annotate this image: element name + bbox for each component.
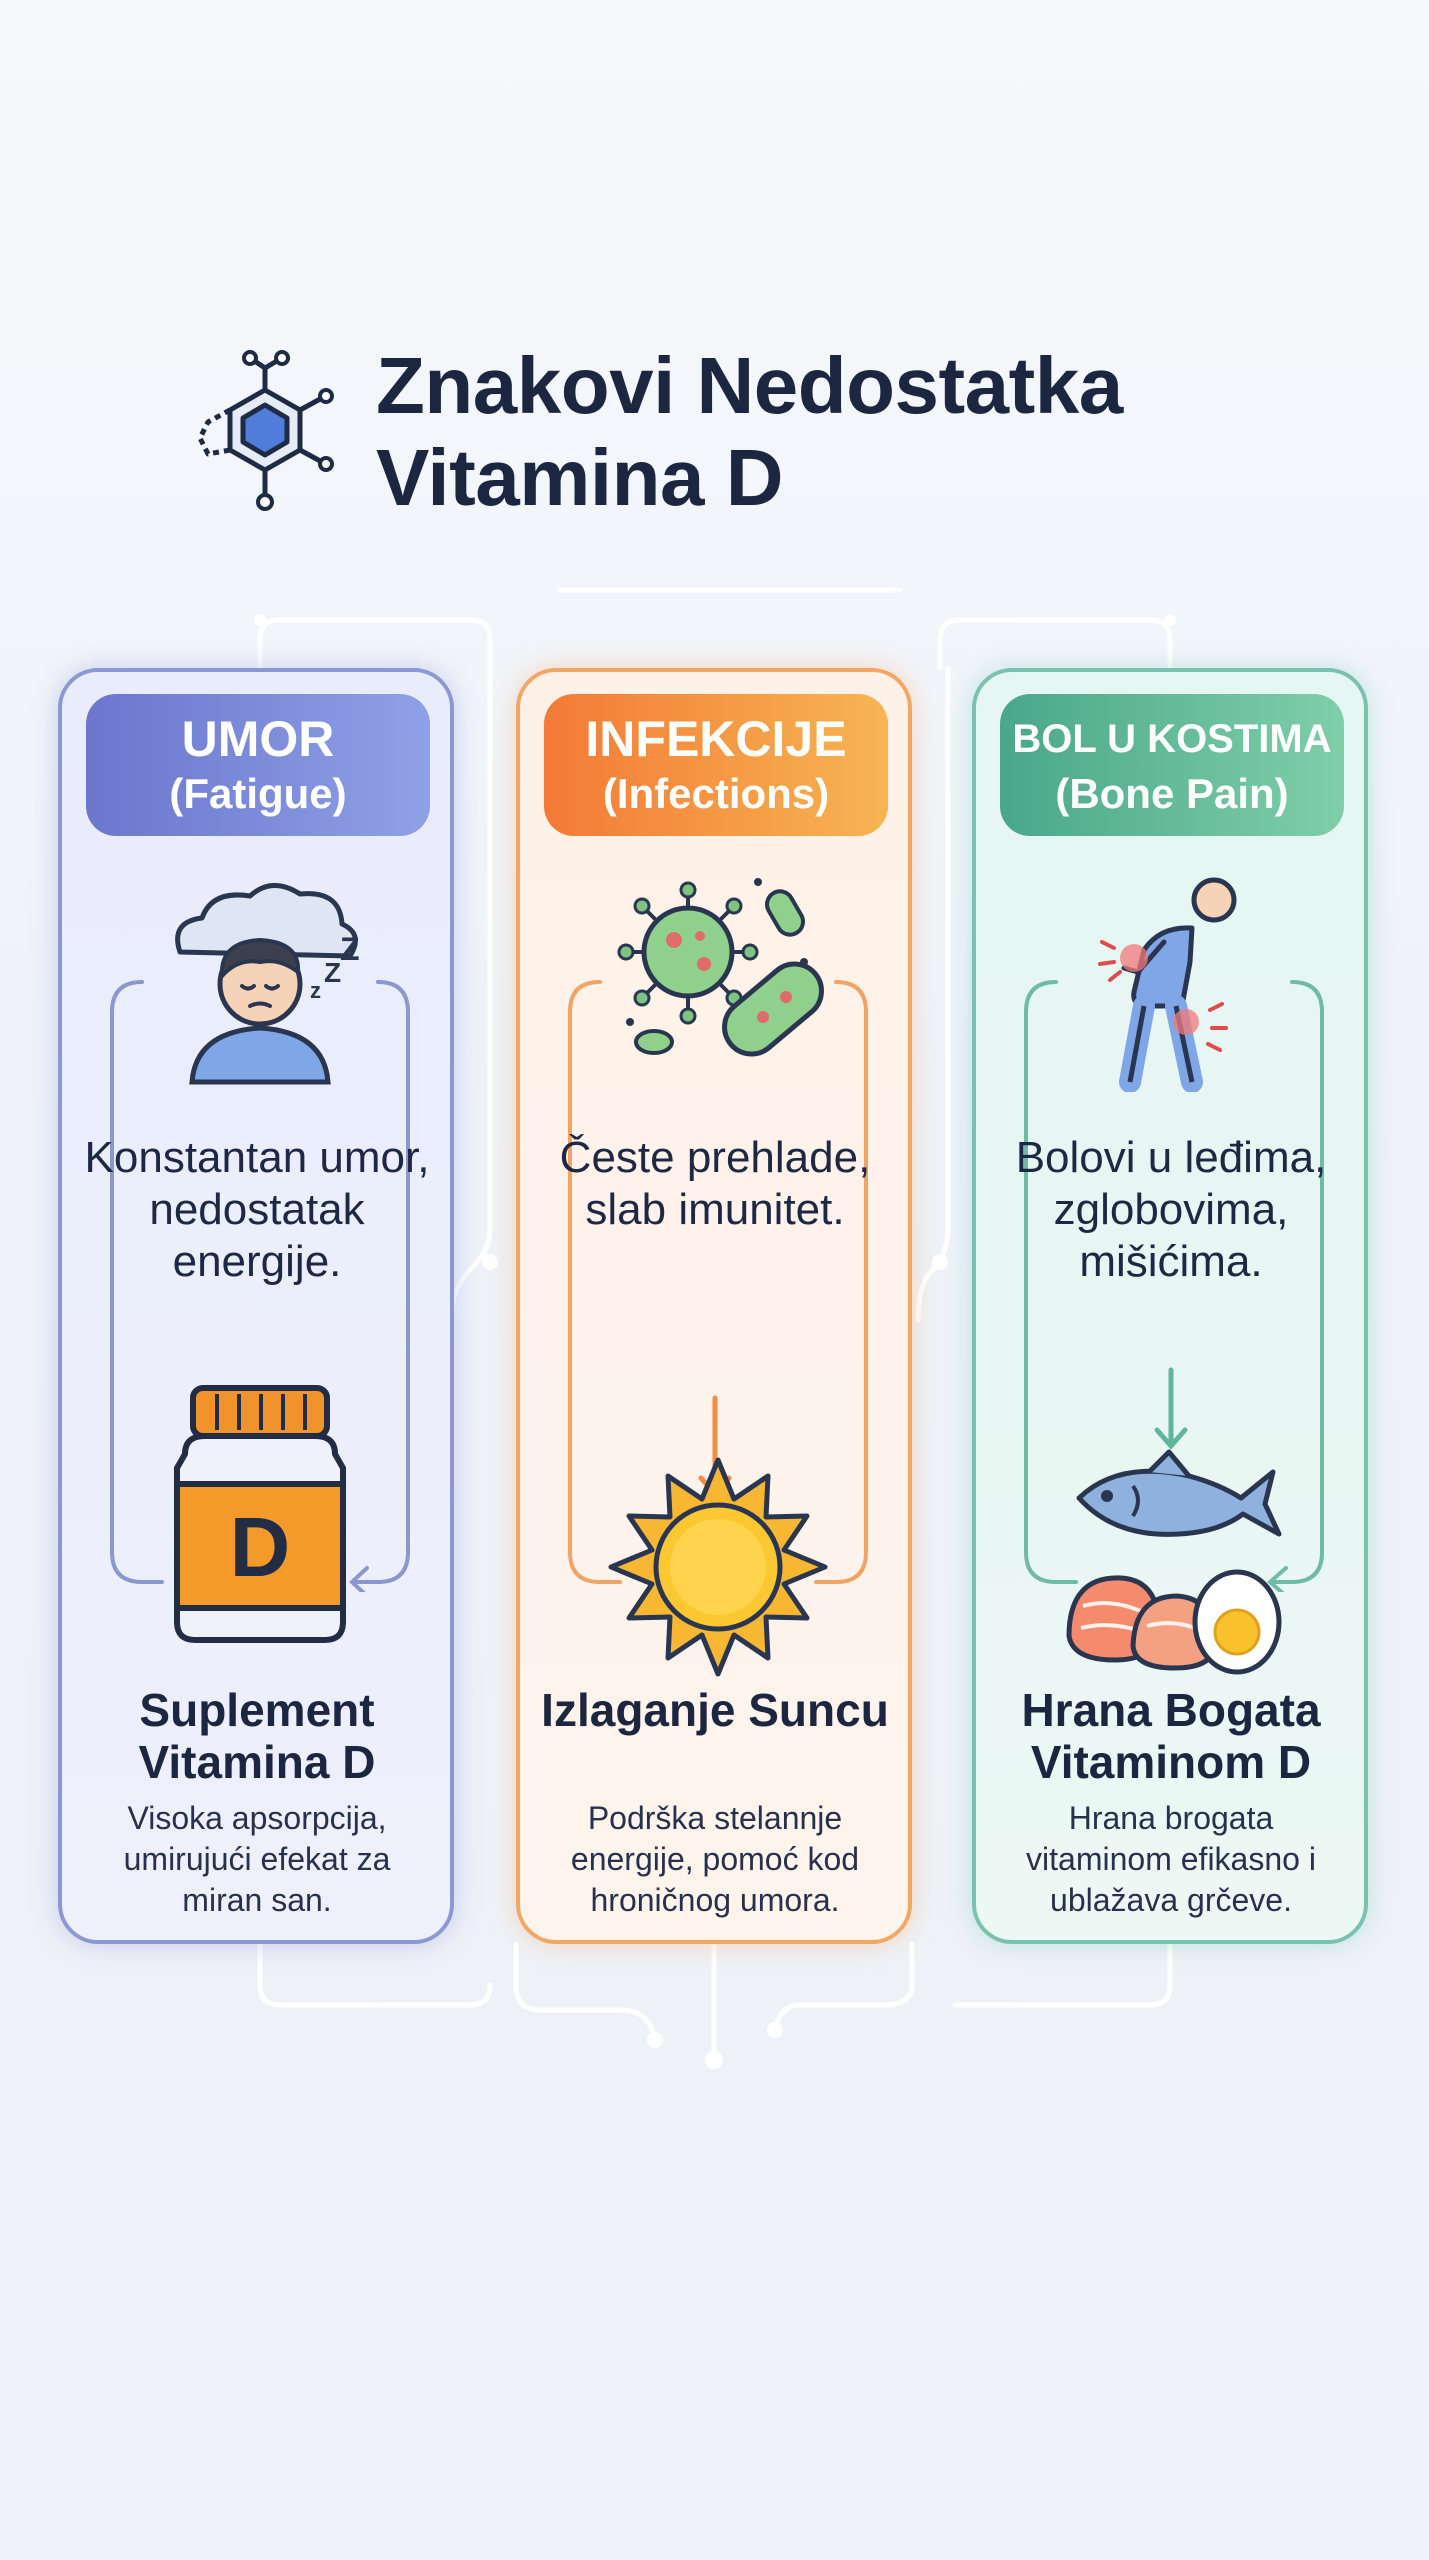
fish-salmon-egg-icon <box>1066 1449 1282 1675</box>
header: Znakovi Nedostatka Vitamina D <box>190 340 1290 530</box>
symptom-text: Konstantan umor, nedostatak energije. <box>84 1133 430 1286</box>
solution-description: Hrana brogata vitaminom efikasno i ublaž… <box>1026 1800 1316 1918</box>
page-title: Znakovi Nedostatka Vitamina D <box>376 340 1123 524</box>
category-badge-fatigue: UMOR (Fatigue) <box>86 694 430 836</box>
card-infections: INFEKCIJE (Infections) Česte prehlade, s… <box>516 668 912 1944</box>
title-line-1: Znakovi Nedostatka <box>376 341 1123 430</box>
category-label: INFEKCIJE <box>585 711 847 767</box>
solution-title: Suplement Vitamina D <box>138 1684 376 1788</box>
category-badge-bone-pain: BOL U KOSTIMA (Bone Pain) <box>1000 694 1344 836</box>
bracket-connector <box>1024 980 1324 1592</box>
arrow-down-icon <box>1154 1367 1188 1450</box>
virus-bacteria-icon <box>617 878 824 1057</box>
bracket-connector <box>568 980 868 1584</box>
bottle-label: D <box>230 1500 291 1594</box>
category-badge-infections: INFEKCIJE (Infections) <box>544 694 888 836</box>
bone-pain-person-icon <box>1098 877 1237 1092</box>
vitamin-d-bottle-icon: D <box>174 1385 346 1643</box>
tired-person-cloud-icon: z Z Z <box>175 883 360 1085</box>
category-label-en: (Infections) <box>602 770 830 817</box>
sun-icon <box>608 1457 828 1677</box>
molecule-icon <box>197 350 334 511</box>
solution-title: Izlaganje Suncu <box>541 1684 889 1736</box>
category-label: UMOR <box>181 711 335 767</box>
svg-text:Z: Z <box>324 957 341 988</box>
symptom-text: Bolovi u leđima, zglobovima, mišićima. <box>1015 1133 1327 1286</box>
category-label-en: (Bone Pain) <box>1055 770 1289 817</box>
card-bone-pain: BOL U KOSTIMA (Bone Pain) Bolovi u leđim… <box>972 668 1368 1944</box>
category-label-en: (Fatigue) <box>169 770 347 817</box>
card-fatigue: UMOR (Fatigue) z Z Z Konstantan umor, ne… <box>58 668 454 1944</box>
title-line-2: Vitamina D <box>376 433 783 522</box>
symptom-text: Česte prehlade, slab imunitet. <box>559 1133 871 1234</box>
solution-description: Visoka apsorpcija, umirujući efekat za m… <box>123 1800 391 1918</box>
solution-description: Podrška stelannje energije, pomoć kod hr… <box>570 1800 860 1918</box>
bracket-connector <box>110 980 410 1592</box>
svg-text:Z: Z <box>340 931 360 967</box>
solution-title: Hrana Bogata Vitaminom D <box>1021 1684 1321 1788</box>
category-label: BOL U KOSTIMA <box>1012 717 1332 761</box>
svg-text:z: z <box>310 978 321 1003</box>
